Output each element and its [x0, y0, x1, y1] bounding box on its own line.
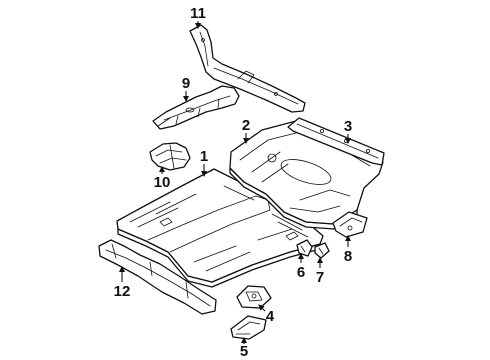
- part-6-outline: [296, 239, 313, 257]
- part-4-hole: [251, 293, 257, 299]
- part-11-hole: [201, 38, 205, 42]
- part-2-hole: [267, 153, 277, 163]
- part-12-outline: [98, 239, 217, 315]
- part-7: [314, 242, 330, 259]
- part-3-hole: [319, 128, 324, 133]
- part-5-detail-line: [235, 321, 261, 335]
- part-11-detail-line: [199, 31, 209, 67]
- part-9-hole: [185, 107, 195, 113]
- callout-number-3: 3: [344, 118, 352, 135]
- part-12: [98, 239, 217, 315]
- part-3: [287, 117, 385, 166]
- callout-number-5: 5: [240, 343, 248, 360]
- part-5-outline: [230, 315, 267, 340]
- part-9-detail-line: [157, 98, 220, 127]
- part-11: [189, 24, 306, 113]
- callout-number-12: 12: [114, 283, 131, 300]
- part-3-hole: [365, 148, 370, 153]
- part-2-rib: [289, 189, 351, 213]
- callout-number-10: 10: [154, 174, 171, 191]
- part-11-outline: [189, 24, 306, 113]
- part-1-rib: [129, 193, 197, 228]
- part-10: [149, 142, 191, 171]
- part-3-outline: [287, 117, 385, 166]
- part-9-outline: [152, 85, 240, 130]
- part-8-hole: [347, 225, 353, 231]
- part-12-detail-line: [105, 249, 211, 307]
- part-6-detail-line: [300, 245, 306, 253]
- part-6: [296, 239, 313, 257]
- callout-number-4: 4: [266, 308, 275, 325]
- callout-number-8: 8: [344, 248, 352, 265]
- part-7-outline: [314, 242, 330, 259]
- part-11-detail-line: [213, 67, 299, 105]
- callout-number-6: 6: [297, 264, 305, 281]
- part-7-detail-line: [318, 247, 324, 255]
- callout-number-9: 9: [182, 75, 190, 92]
- part-4: [236, 285, 272, 309]
- part-5: [230, 315, 267, 340]
- leader-arrow-4: [258, 304, 266, 312]
- callout-number-2: 2: [242, 117, 250, 134]
- part-2-well: [280, 159, 332, 185]
- part-12-detail-line: [111, 243, 189, 299]
- part-4-detail-line: [245, 291, 263, 302]
- part-11-bracket: [237, 70, 255, 84]
- part-8: [332, 211, 368, 238]
- part-11-hole: [274, 92, 278, 96]
- part-8-detail-line: [339, 217, 363, 227]
- callout-number-11: 11: [190, 5, 206, 22]
- part-9: [152, 85, 240, 130]
- part-1-seat-mount: [159, 217, 299, 241]
- callout-number-7: 7: [316, 269, 324, 286]
- part-3-detail-line: [296, 123, 379, 159]
- part-1-rib: [271, 213, 309, 238]
- part-10-detail-line: [155, 144, 187, 169]
- part-8-outline: [332, 211, 368, 238]
- part-1-rib: [193, 228, 293, 272]
- part-4-outline: [236, 285, 272, 309]
- callout-number-1: 1: [200, 148, 208, 165]
